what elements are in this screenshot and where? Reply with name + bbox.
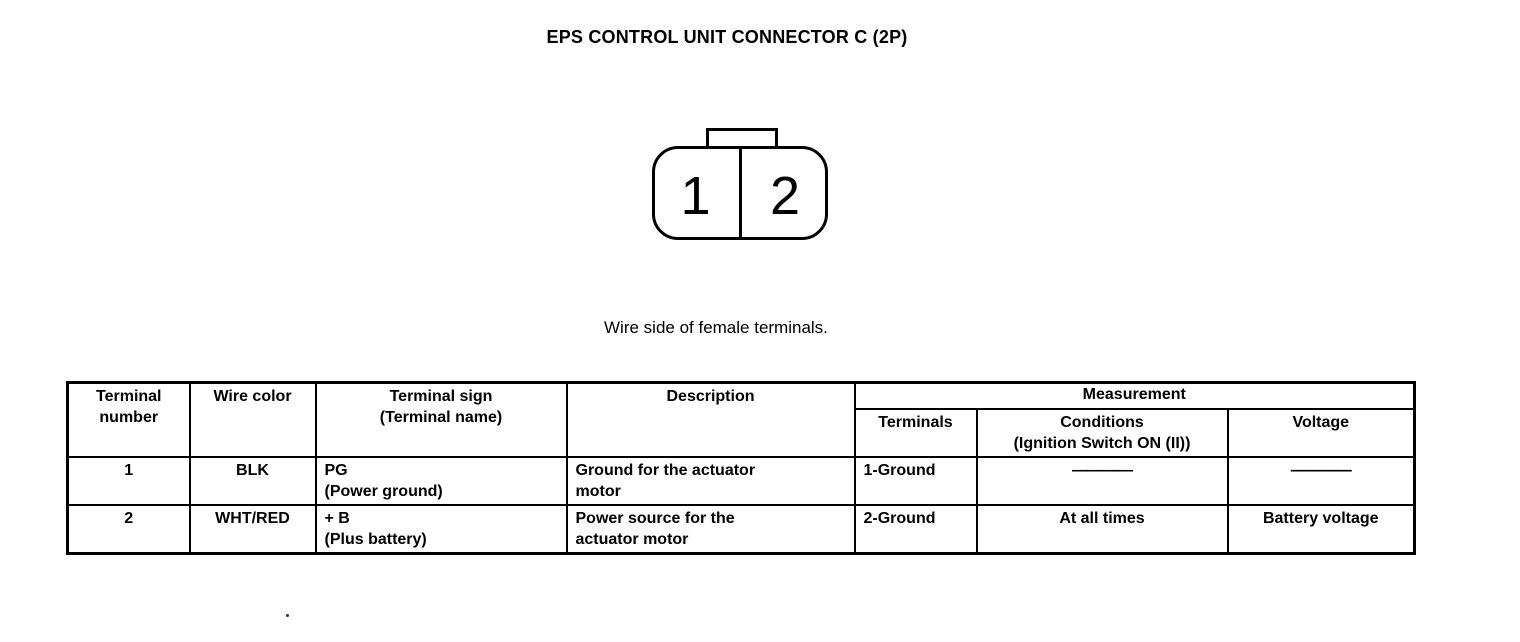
connector-cavity-divider — [739, 147, 742, 239]
cell-terminal-sign: + B (Plus battery) — [314, 503, 568, 554]
page-title: EPS CONTROL UNIT CONNECTOR C (2P) — [546, 27, 908, 47]
cell-conditions-none-dash: ———— — [975, 455, 1229, 506]
cell-voltage: Battery voltage — [1226, 503, 1416, 554]
terminal-pinout-table: Terminal number Wire color Terminal sign… — [66, 381, 1417, 555]
table-row-terminal-1: 1 BLK PG (Power ground) Ground for the a… — [66, 455, 1416, 506]
col-header-terminal-number: Terminal number — [66, 381, 191, 458]
cell-terminals: 1-Ground — [853, 455, 978, 506]
cell-conditions: At all times — [975, 503, 1229, 554]
cell-voltage-none-dash: ———— — [1226, 455, 1416, 506]
col-header-measurement: Measurement — [853, 381, 1416, 410]
wire-side-caption: Wire side of female terminals. — [604, 318, 828, 337]
header-row-measurement-sub: Terminals Conditions (Ignition Switch ON… — [68, 407, 1416, 458]
cell-terminals: 2-Ground — [853, 503, 978, 554]
cell-description: Ground for the actuator motor — [565, 455, 856, 506]
col-header-description: Description — [565, 381, 856, 458]
col-header-terminals: Terminals — [853, 407, 978, 458]
cell-wire-color: BLK — [188, 455, 317, 506]
cell-wire-color: WHT/RED — [188, 503, 317, 554]
scan-speck — [286, 614, 289, 617]
col-header-conditions: Conditions (Ignition Switch ON (II)) — [975, 407, 1229, 458]
connector-pin-2-label: 2 — [769, 166, 801, 226]
header-row-top: Terminal number Wire color Terminal sign… — [66, 381, 1416, 458]
connector-pin-1-label: 1 — [680, 166, 711, 226]
col-header-terminal-sign: Terminal sign (Terminal name) — [314, 381, 568, 458]
col-header-wire-color: Wire color — [188, 381, 317, 458]
table-row-terminal-2: 2 WHT/RED + B (Plus battery) Power sourc… — [66, 503, 1416, 554]
connector-lock-tab — [706, 128, 778, 149]
cell-terminal-number: 1 — [66, 455, 191, 506]
col-header-voltage: Voltage — [1226, 407, 1416, 458]
cell-terminal-number: 2 — [66, 503, 191, 554]
cell-terminal-sign: PG (Power ground) — [314, 455, 568, 506]
cell-description: Power source for the actuator motor — [565, 503, 856, 554]
